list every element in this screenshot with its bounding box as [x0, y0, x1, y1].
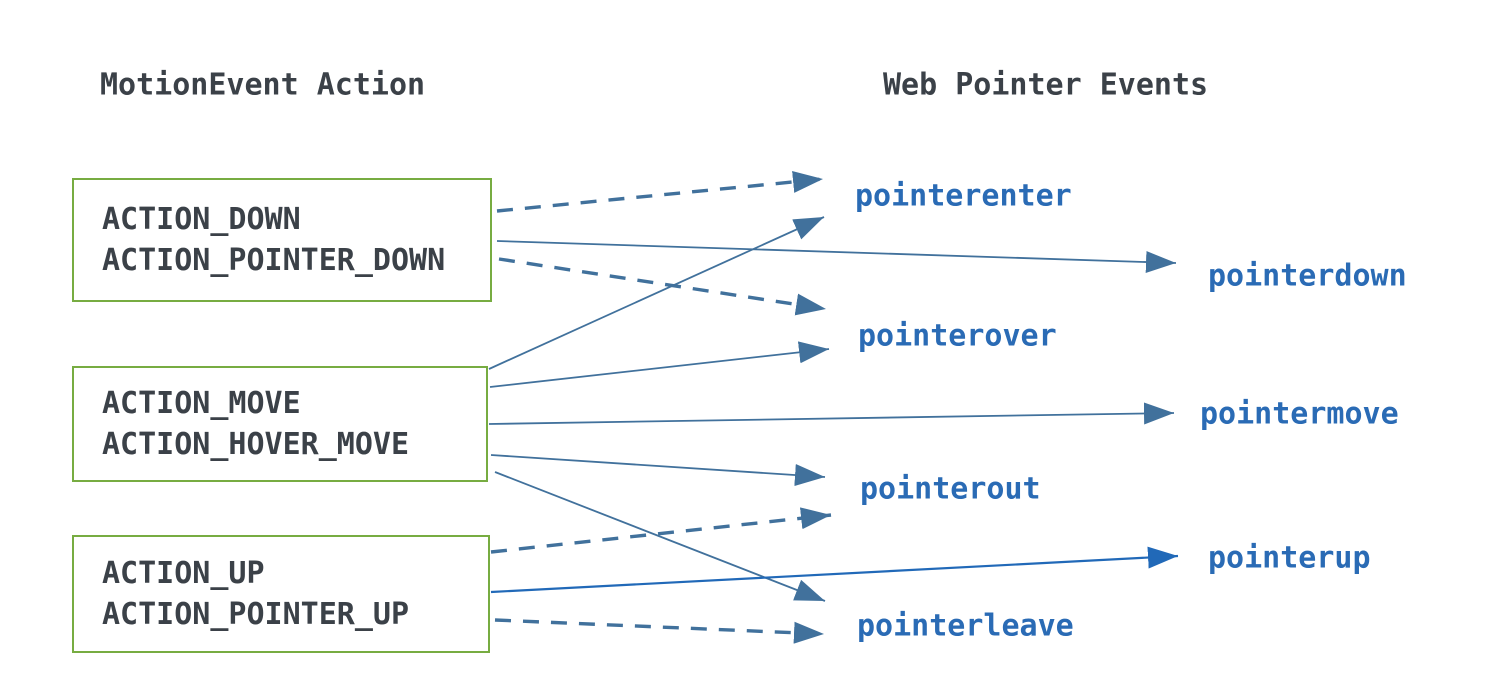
edge-action-move-group-to-pointermove — [488, 402, 1175, 425]
action-label: ACTION_POINTER_UP — [102, 597, 410, 632]
event-label-pointerover: pointerover — [858, 318, 1057, 354]
action-label: ACTION_UP — [102, 556, 265, 591]
event-label-pointerdown: pointerdown — [1208, 258, 1407, 294]
action-box-down: ACTION_DOWN ACTION_POINTER_DOWN — [72, 178, 492, 302]
action-label: ACTION_POINTER_DOWN — [102, 243, 446, 278]
event-label-pointerout: pointerout — [860, 471, 1041, 507]
action-box-up: ACTION_UP ACTION_POINTER_UP — [72, 535, 490, 653]
left-column-header: MotionEvent Action — [100, 67, 426, 103]
edge-action-up-group-to-pointerup — [490, 546, 1179, 594]
edge-action-up-group-to-pointerout — [490, 507, 832, 554]
event-label-pointerenter: pointerenter — [855, 178, 1072, 214]
edge-action-move-group-to-pointerleave — [494, 471, 826, 602]
edge-action-move-group-to-pointerout — [490, 454, 826, 487]
event-label-pointermove: pointermove — [1200, 396, 1399, 432]
action-label: ACTION_DOWN — [102, 202, 301, 237]
edge-group — [488, 170, 1179, 644]
event-label-pointerup: pointerup — [1208, 540, 1371, 576]
event-label-pointerleave: pointerleave — [857, 608, 1074, 644]
edge-action-move-group-to-pointerenter — [488, 216, 825, 370]
action-box-move: ACTION_MOVE ACTION_HOVER_MOVE — [72, 366, 488, 482]
edge-action-down-group-to-pointerdown — [496, 240, 1177, 274]
edge-action-down-group-to-pointerenter — [496, 170, 824, 213]
edge-action-up-group-to-pointerleave — [494, 618, 825, 644]
edge-action-move-group-to-pointerover — [489, 341, 830, 388]
action-label: ACTION_MOVE — [102, 386, 301, 421]
right-column-header: Web Pointer Events — [883, 67, 1209, 103]
action-label: ACTION_HOVER_MOVE — [102, 427, 410, 462]
edge-action-down-group-to-pointerover — [498, 257, 827, 316]
